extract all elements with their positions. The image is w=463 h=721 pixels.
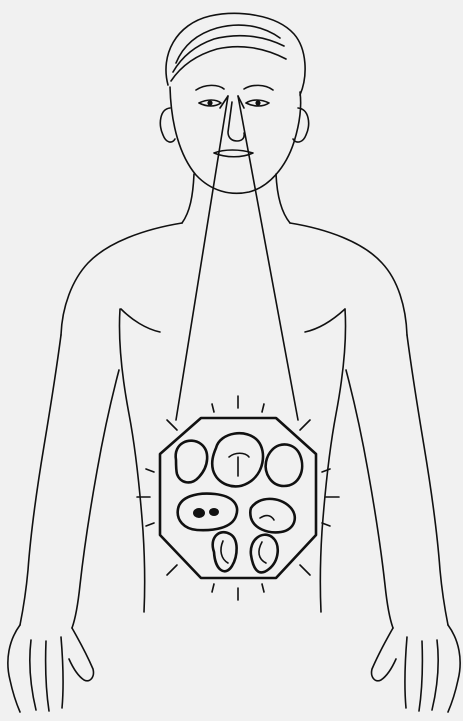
kidney-left-detail [221, 541, 228, 563]
nose [228, 102, 244, 141]
organ-middle-right [250, 499, 295, 533]
ray-small-8 [262, 584, 264, 592]
ray-small-3 [146, 469, 154, 472]
right-side [320, 309, 345, 612]
ray-bottom-right [300, 565, 310, 575]
ray-small-7 [212, 584, 214, 592]
organ-shapes [176, 433, 302, 572]
organ-middle-right-detail [260, 516, 274, 520]
pectoral-lines [121, 309, 345, 332]
head [160, 13, 308, 193]
abdomen-diagram [137, 396, 339, 600]
ray-small-1 [212, 404, 214, 412]
ray-small-4 [322, 469, 330, 472]
ray-top-left [167, 420, 177, 430]
ray-top-right [300, 420, 310, 430]
organ-middle-left-dot-2 [209, 508, 219, 516]
ray-small-5 [146, 523, 154, 526]
right-arm-outer [407, 335, 448, 625]
left-pupil [207, 100, 212, 105]
organ-middle-left [178, 494, 237, 531]
left-arm-outer [20, 335, 61, 625]
kidney-right-detail [259, 542, 266, 563]
beam-left [176, 96, 228, 420]
kidney-right [251, 535, 278, 573]
octagon-rays [137, 396, 339, 600]
ray-bottom-left [167, 565, 177, 575]
organ-upper-center-detail [229, 453, 249, 476]
left-hand [8, 625, 94, 712]
left-arm-inner [72, 370, 119, 628]
right-arm-inner [346, 370, 393, 628]
kidney-left [213, 532, 237, 571]
hands [8, 625, 460, 712]
arms [20, 335, 448, 628]
left-side [119, 309, 144, 612]
ray-small-2 [262, 404, 264, 412]
organ-upper-right [266, 444, 302, 486]
brows [196, 85, 273, 90]
right-pupil [255, 100, 260, 105]
shoulders [61, 223, 407, 335]
neck [182, 174, 290, 223]
projection-lines [176, 96, 298, 420]
beam-right [238, 96, 298, 420]
organ-upper-left [176, 441, 208, 483]
right-hand [372, 625, 461, 712]
hair [166, 13, 305, 95]
organ-middle-left-dot-1 [193, 508, 205, 518]
